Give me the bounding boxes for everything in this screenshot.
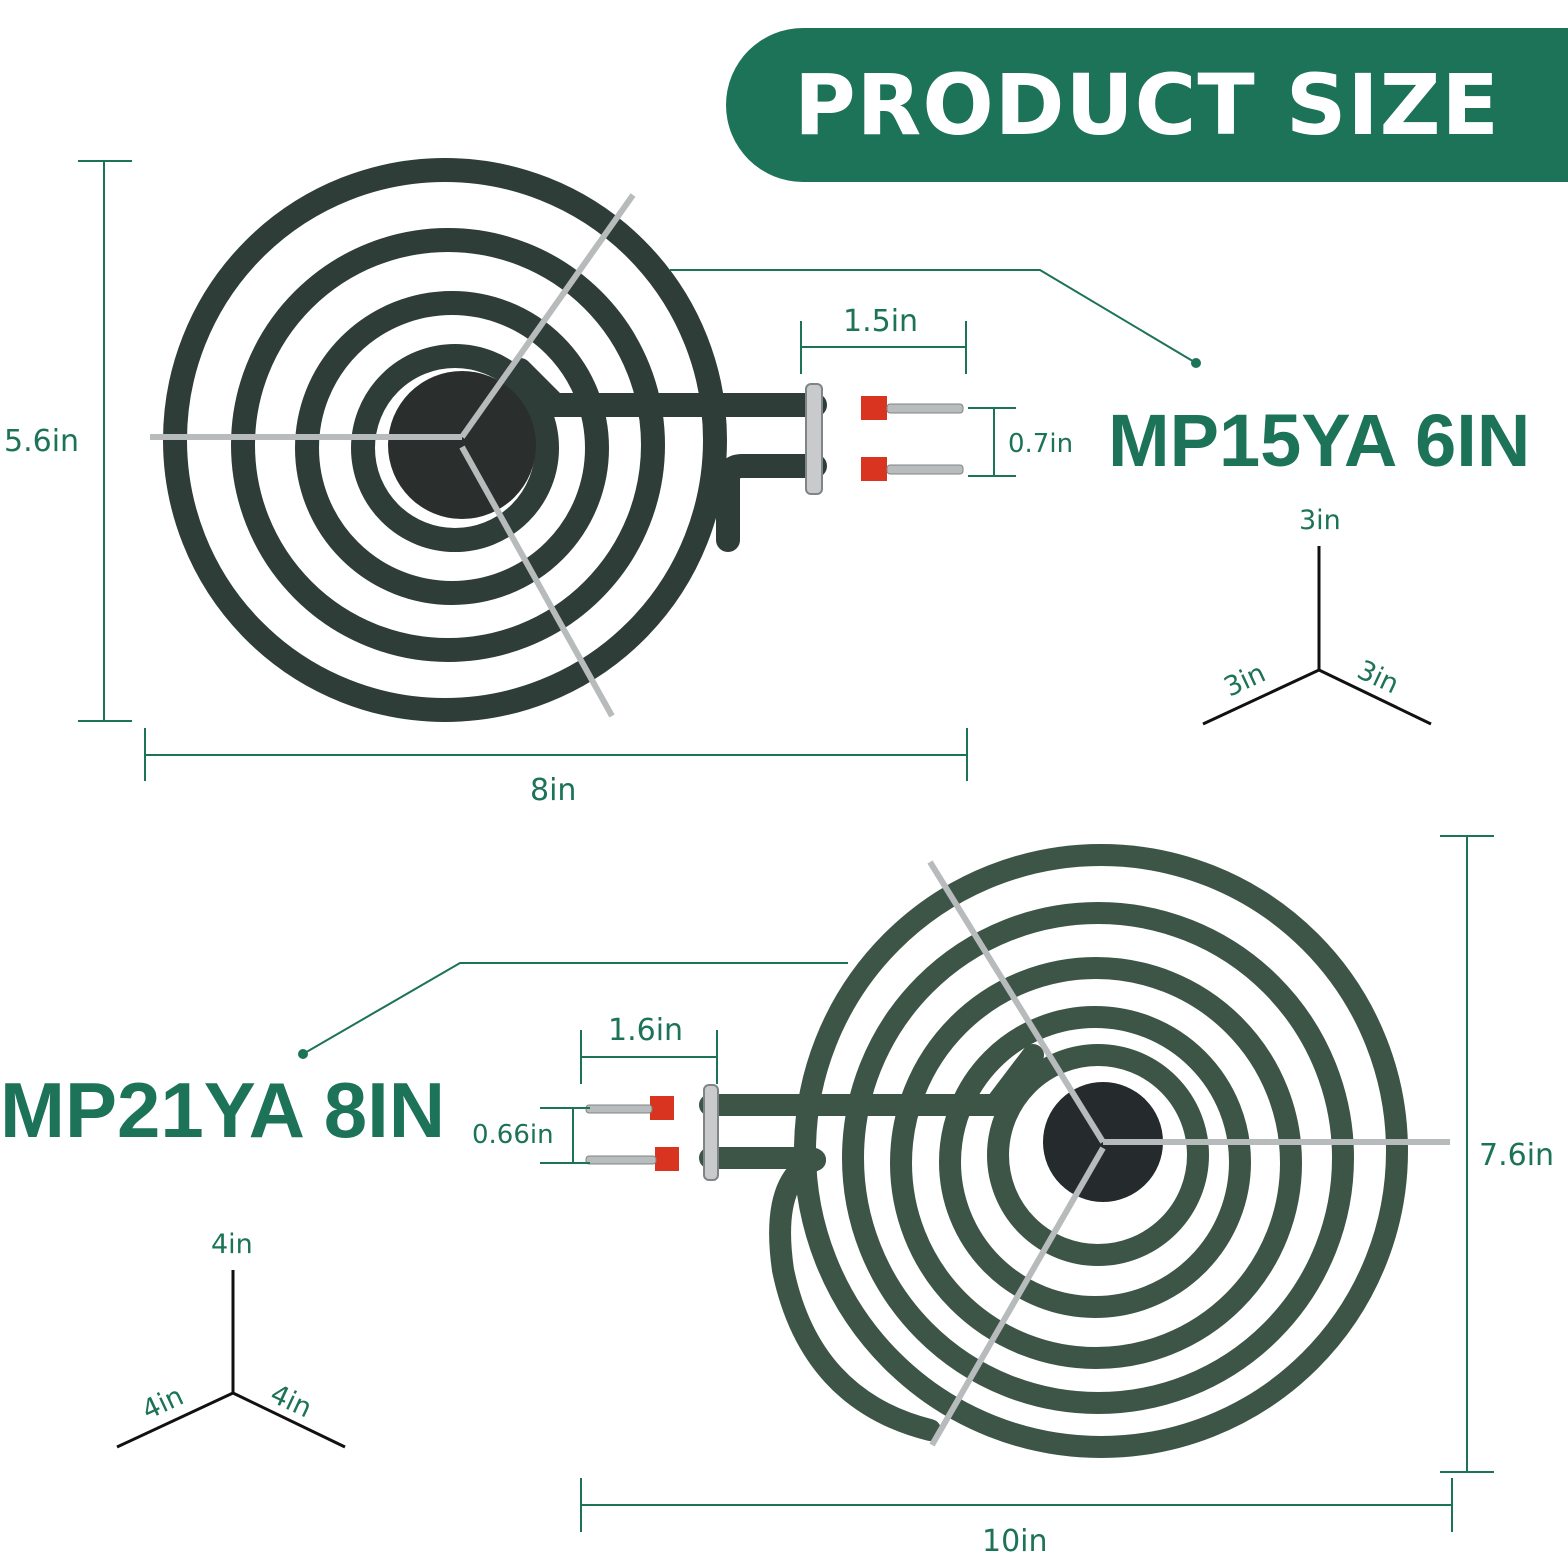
dim-height: 5.6in — [4, 424, 80, 459]
dim-terminal-gap: 0.7in — [1008, 429, 1074, 459]
dim-width: 8in — [530, 773, 577, 808]
package-dim-top: 4in — [211, 1229, 253, 1260]
burner-large-dimension-lines — [302, 835, 1494, 1532]
burner-large-coil — [585, 844, 1450, 1458]
burner-small-dimension-lines — [78, 160, 1197, 781]
model-label-mp21ya: MP21YA 8IN — [0, 1066, 446, 1154]
burner-small-coil — [150, 158, 964, 722]
dim-terminal-length: 1.5in — [843, 304, 919, 339]
dim-terminal-length: 1.6in — [608, 1013, 684, 1048]
dim-terminal-gap: 0.66in — [472, 1120, 554, 1150]
dim-height: 7.6in — [1479, 1138, 1555, 1173]
model-label-mp15ya: MP15YA 6IN — [1108, 399, 1531, 482]
page-title: PRODUCT SIZE — [794, 56, 1500, 154]
package-dim-top: 3in — [1299, 505, 1341, 536]
dim-width: 10in — [982, 1524, 1048, 1559]
header-banner: PRODUCT SIZE — [726, 28, 1568, 182]
package-axes-large — [116, 1270, 346, 1449]
package-axes-small — [1202, 546, 1432, 726]
